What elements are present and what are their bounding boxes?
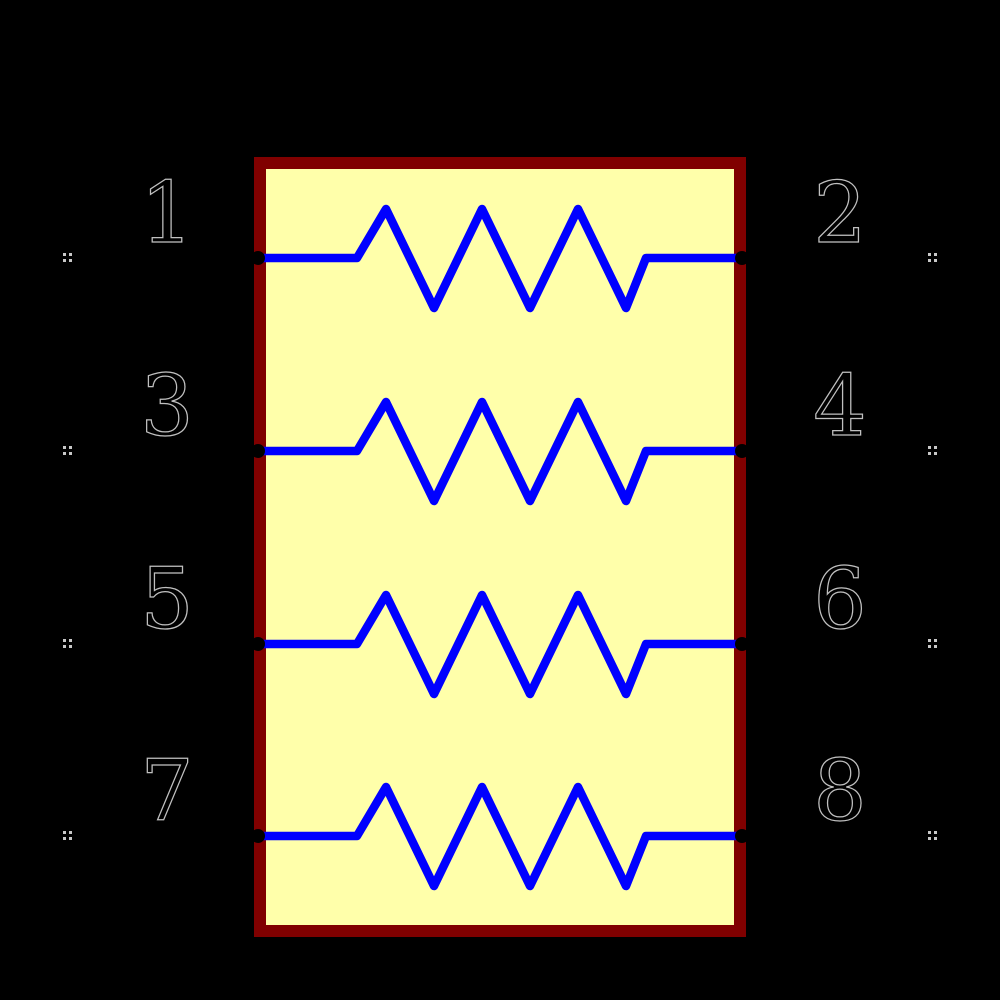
pin-4-number-label: 4 — [813, 357, 866, 455]
pin-8-number-label: 8 — [813, 742, 866, 840]
pin-2-number-label: 2 — [813, 164, 866, 262]
pin-5-end-marker-icon — [63, 639, 72, 648]
pin-7-end-marker-icon — [63, 831, 72, 840]
pin-6-number-label: 6 — [813, 550, 866, 648]
component-body-box — [254, 157, 746, 937]
pin-1-dot — [251, 251, 265, 265]
pin-2-dot — [735, 251, 749, 265]
pin-3-number-label: 3 — [140, 357, 193, 455]
pin-1-end-marker-icon — [63, 253, 72, 262]
pin-5-number-label: 5 — [140, 550, 193, 648]
pin-8-end-marker-icon — [928, 831, 937, 840]
pin-5-dot — [251, 637, 265, 651]
pin-7-dot — [251, 829, 265, 843]
pin-7-number-label: 7 — [140, 742, 193, 840]
pin-2-end-marker-icon — [928, 253, 937, 262]
pin-4-dot — [735, 444, 749, 458]
pin-1-number-label: 1 — [140, 164, 193, 262]
pin-6-dot — [735, 637, 749, 651]
pin-8-dot — [735, 829, 749, 843]
pin-4-end-marker-icon — [928, 446, 937, 455]
pin-6-end-marker-icon — [928, 639, 937, 648]
pin-3-end-marker-icon — [63, 446, 72, 455]
pin-3-dot — [251, 444, 265, 458]
